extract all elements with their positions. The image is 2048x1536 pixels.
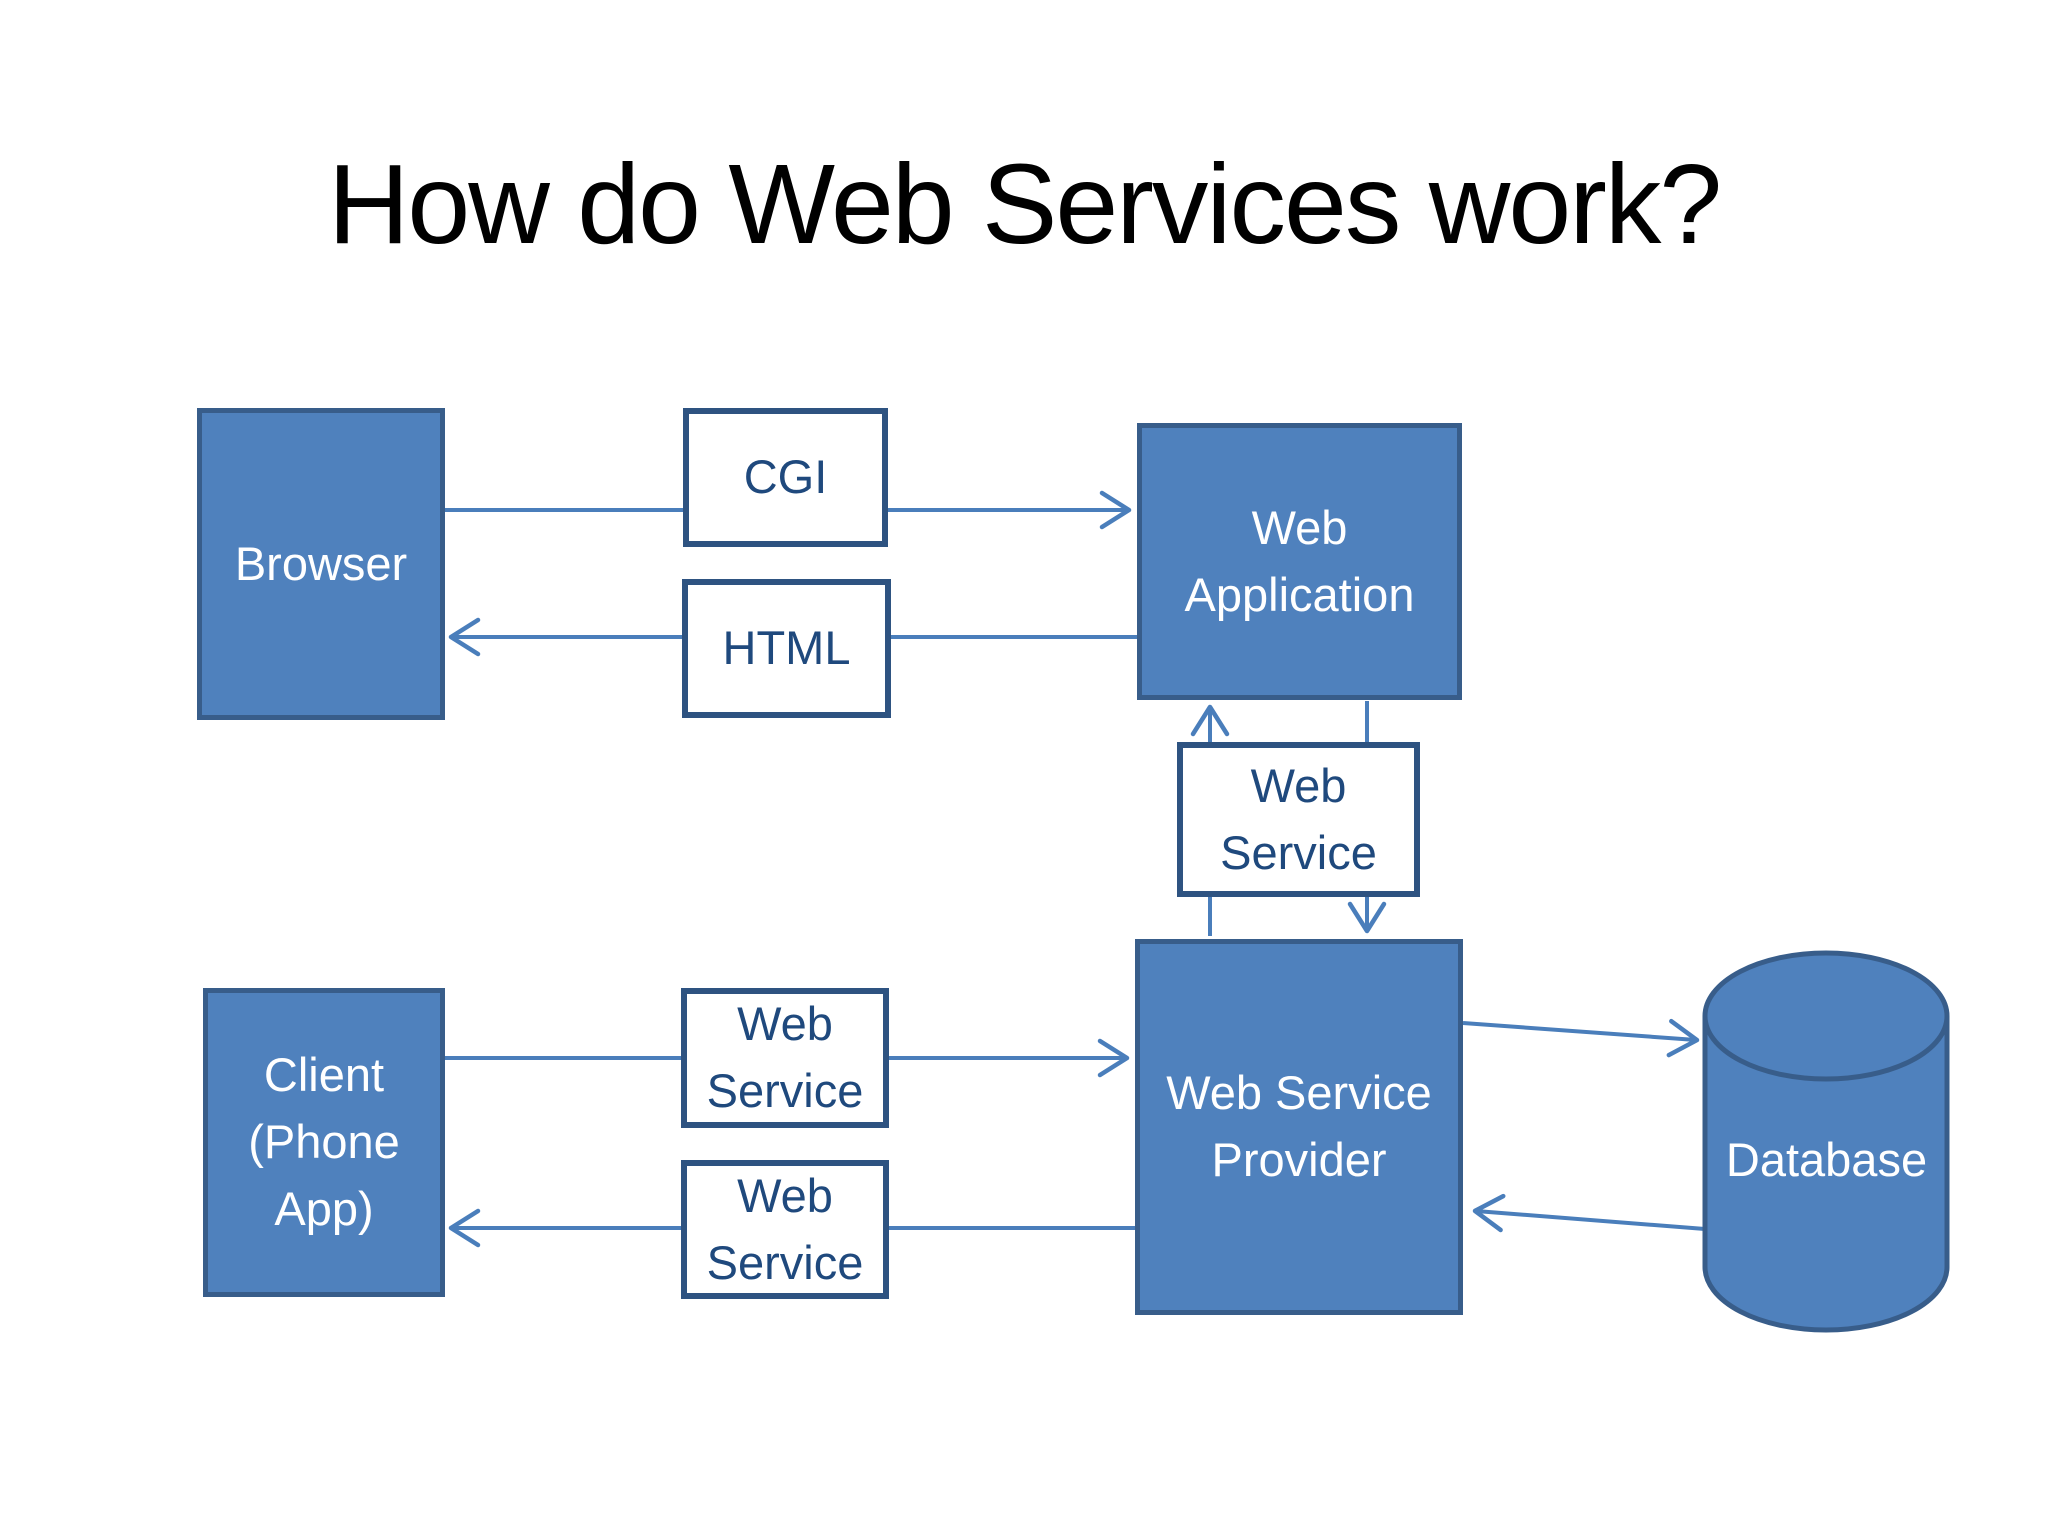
web-service-upper-label: Web Service: [706, 997, 864, 1117]
web-service-middle-node: Web Service: [1177, 742, 1420, 897]
html-label: HTML: [722, 621, 851, 675]
database-cylinder: [1702, 950, 1950, 1333]
slide-title: How do Web Services work?: [327, 141, 1722, 267]
html-node: HTML: [682, 579, 891, 718]
web-service-lower-node: Web Service: [681, 1160, 889, 1299]
database-node: Database: [1705, 1040, 1948, 1280]
database-cylinder-body: [1702, 1016, 1950, 1333]
cgi-node: CGI: [683, 408, 888, 547]
client-phone-app-label: Client (Phone App): [248, 1048, 400, 1235]
web-application-label: Web Application: [1184, 500, 1415, 621]
web-service-middle-label: Web Service: [1220, 758, 1377, 879]
web-service-upper-node: Web Service: [681, 988, 889, 1128]
edge-database-to-provider-line: [1472, 1193, 1706, 1233]
web-service-provider-node: Web Service Provider: [1135, 939, 1463, 1315]
database-label: Database: [1725, 1132, 1928, 1186]
web-application-node: Web Application: [1137, 423, 1462, 700]
browser-label: Browser: [234, 536, 408, 590]
browser-node: Browser: [197, 408, 445, 720]
cgi-label: CGI: [743, 450, 828, 504]
web-service-provider-label: Web Service Provider: [1166, 1066, 1432, 1186]
edge-provider-to-database-line: [1462, 1018, 1700, 1058]
web-service-lower-label: Web Service: [706, 1168, 864, 1289]
client-phone-app-node: Client (Phone App): [203, 988, 445, 1297]
database-cylinder-top: [1702, 950, 1950, 1082]
